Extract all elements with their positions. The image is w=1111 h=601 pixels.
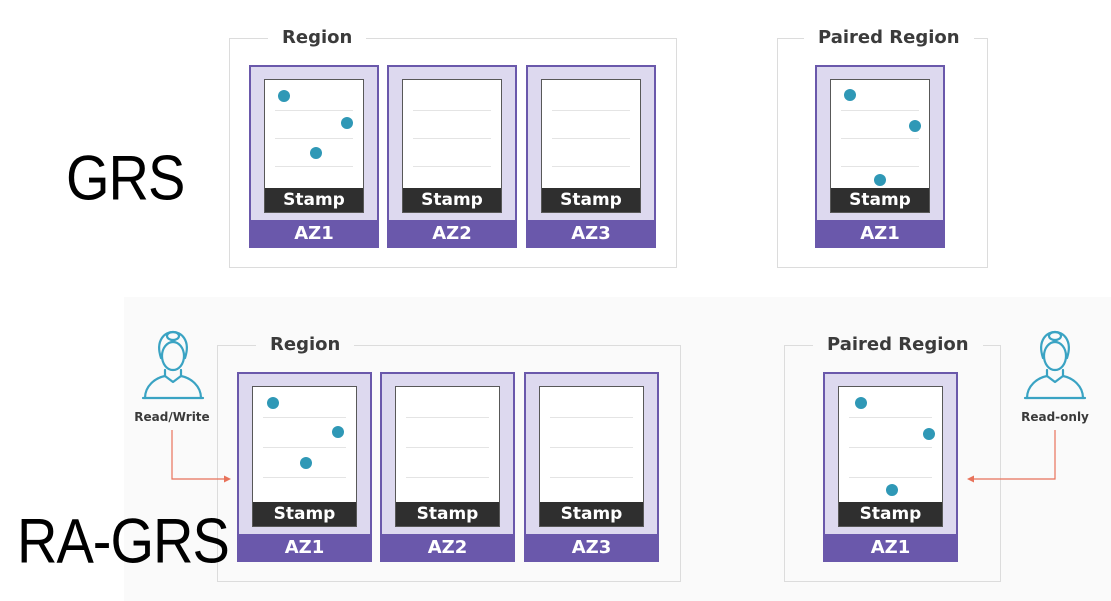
ra-grs-label: RA-GRS bbox=[17, 505, 230, 577]
paired-region-box: Paired Region bbox=[784, 331, 1001, 582]
az-card-az1: Stamp AZ1 bbox=[249, 65, 379, 248]
stamp-label: Stamp bbox=[839, 502, 942, 526]
az-label: AZ1 bbox=[817, 220, 943, 246]
az-label: AZ1 bbox=[239, 534, 370, 560]
data-replica-dot bbox=[341, 117, 353, 129]
stamp-label: Stamp bbox=[403, 188, 501, 212]
data-replica-dot bbox=[886, 484, 898, 496]
stamp-label: Stamp bbox=[396, 502, 499, 526]
paired-region-title: Paired Region bbox=[813, 331, 983, 359]
data-replica-dot bbox=[844, 89, 856, 101]
read-only-label: Read-only bbox=[1021, 410, 1089, 424]
az-label: AZ3 bbox=[526, 534, 657, 560]
storage-stamp-document: Stamp bbox=[264, 79, 364, 213]
storage-stamp-document: Stamp bbox=[539, 386, 644, 527]
az-card-az1: Stamp AZ1 bbox=[237, 372, 372, 562]
paired-az-card-az1: Stamp AZ1 bbox=[823, 372, 958, 562]
az-label: AZ2 bbox=[382, 534, 513, 560]
storage-stamp-document: Stamp bbox=[252, 386, 357, 527]
az-label: AZ1 bbox=[251, 220, 377, 246]
storage-stamp-document: Stamp bbox=[395, 386, 500, 527]
region-box: Region bbox=[229, 24, 677, 268]
data-replica-dot bbox=[300, 457, 312, 469]
storage-stamp-document: Stamp bbox=[838, 386, 943, 527]
az-card-az3: Stamp AZ3 bbox=[524, 372, 659, 562]
grs-label: GRS bbox=[66, 142, 185, 214]
storage-stamp-document: Stamp bbox=[830, 79, 930, 213]
data-replica-dot bbox=[923, 428, 935, 440]
data-replica-dot bbox=[278, 90, 290, 102]
data-replica-dot bbox=[310, 147, 322, 159]
az-label: AZ1 bbox=[825, 534, 956, 560]
read-write-label: Read/Write bbox=[134, 410, 210, 424]
az-card-az3: Stamp AZ3 bbox=[526, 65, 656, 248]
az-label: AZ3 bbox=[528, 220, 654, 246]
data-replica-dot bbox=[909, 120, 921, 132]
stamp-label: Stamp bbox=[831, 188, 929, 212]
az-card-az2: Stamp AZ2 bbox=[380, 372, 515, 562]
az-card-az2: Stamp AZ2 bbox=[387, 65, 517, 248]
storage-stamp-document: Stamp bbox=[402, 79, 502, 213]
user-icon bbox=[1023, 330, 1087, 400]
stamp-label: Stamp bbox=[253, 502, 356, 526]
stamp-label: Stamp bbox=[542, 188, 640, 212]
data-replica-dot bbox=[332, 426, 344, 438]
data-replica-dot bbox=[855, 397, 867, 409]
region-title: Region bbox=[268, 24, 367, 52]
paired-region-box: Paired Region bbox=[777, 24, 988, 268]
stamp-label: Stamp bbox=[265, 188, 363, 212]
region-box: Region bbox=[217, 331, 681, 582]
region-title: Region bbox=[256, 331, 355, 359]
paired-az-card-az1: Stamp AZ1 bbox=[815, 65, 945, 248]
user-icon bbox=[141, 330, 205, 400]
storage-stamp-document: Stamp bbox=[541, 79, 641, 213]
paired-region-title: Paired Region bbox=[804, 24, 974, 52]
stamp-label: Stamp bbox=[540, 502, 643, 526]
data-replica-dot bbox=[267, 397, 279, 409]
data-replica-dot bbox=[874, 174, 886, 186]
az-label: AZ2 bbox=[389, 220, 515, 246]
